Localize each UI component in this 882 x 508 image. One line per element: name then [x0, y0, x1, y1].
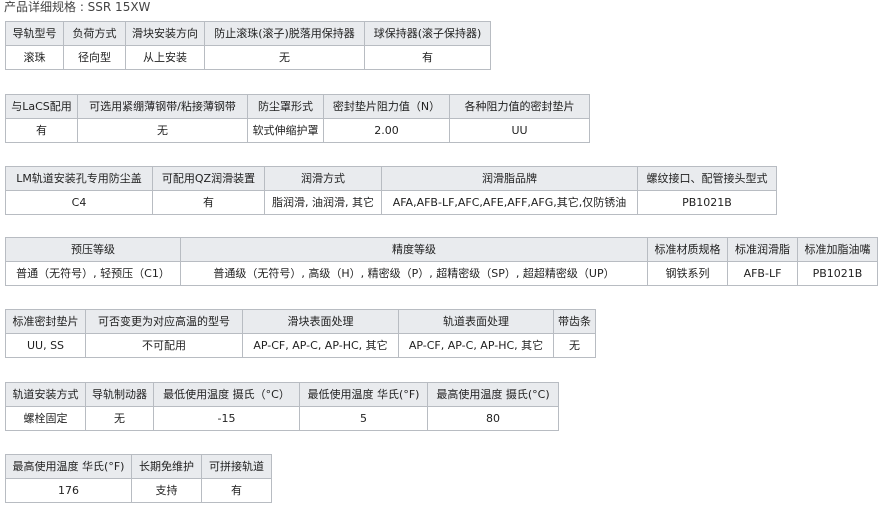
header-cell: 最高使用温度 华氏(°F): [5, 454, 132, 479]
spec-table-6: 轨道安装方式 导轨制动器 最低使用温度 摄氏（°C） 最低使用温度 华氏(°F)…: [5, 382, 559, 431]
spec-table-3: LM轨道安装孔专用防尘盖 可配用QZ润滑装置 润滑方式 润滑脂品牌 螺纹接口、配…: [5, 166, 777, 215]
value-cell: 2.00: [323, 118, 450, 143]
header-cell: 可配用QZ润滑装置: [152, 166, 265, 191]
header-cell: 带齿条: [553, 309, 596, 334]
spec-table-2: 与LaCS配用 可选用紧绷薄钢带/粘接薄钢带 防尘罩形式 密封垫片阻力值（N） …: [5, 94, 590, 143]
header-cell: 滑块表面处理: [242, 309, 399, 334]
table-header-row: 预压等级 精度等级 标准材质规格 标准润滑脂 标准加脂油嘴: [5, 237, 878, 262]
table-value-row: 普通（无符号）, 轻预压（C1） 普通级（无符号）, 高级（H）, 精密级（P）…: [5, 261, 878, 286]
table-value-row: C4 有 脂润滑, 油润滑, 其它 AFA,AFB-LF,AFC,AFE,AFF…: [5, 190, 777, 215]
header-cell: 各种阻力值的密封垫片: [449, 94, 590, 119]
header-cell: 标准润滑脂: [727, 237, 798, 262]
table-value-row: 螺栓固定 无 -15 5 80: [5, 406, 559, 431]
value-cell: UU, SS: [5, 333, 86, 358]
header-cell: 标准材质规格: [647, 237, 728, 262]
value-cell: C4: [5, 190, 153, 215]
header-cell: 润滑脂品牌: [381, 166, 638, 191]
value-cell: 无: [204, 45, 365, 70]
header-cell: 可选用紧绷薄钢带/粘接薄钢带: [77, 94, 248, 119]
header-cell: 轨道安装方式: [5, 382, 86, 407]
value-cell: 无: [553, 333, 596, 358]
header-cell: 润滑方式: [264, 166, 382, 191]
value-cell: 软式伸缩护罩: [247, 118, 324, 143]
value-cell: 脂润滑, 油润滑, 其它: [264, 190, 382, 215]
value-cell: AP-CF, AP-C, AP-HC, 其它: [242, 333, 399, 358]
table-header-row: LM轨道安装孔专用防尘盖 可配用QZ润滑装置 润滑方式 润滑脂品牌 螺纹接口、配…: [5, 166, 777, 191]
value-cell: 有: [152, 190, 265, 215]
header-cell: 最低使用温度 摄氏（°C）: [153, 382, 300, 407]
value-cell: 普通级（无符号）, 高级（H）, 精密级（P）, 超精密级（SP）, 超超精密级…: [180, 261, 648, 286]
header-cell: 可拼接轨道: [201, 454, 272, 479]
header-cell: 滑块安装方向: [125, 21, 205, 46]
value-cell: -15: [153, 406, 300, 431]
value-cell: AP-CF, AP-C, AP-HC, 其它: [398, 333, 554, 358]
header-cell: 负荷方式: [63, 21, 126, 46]
page-title: 产品详细规格 : SSR 15XW: [4, 0, 151, 14]
value-cell: 80: [427, 406, 559, 431]
value-cell: UU: [449, 118, 590, 143]
table-value-row: 有 无 软式伸缩护罩 2.00 UU: [5, 118, 590, 143]
header-cell: 螺纹接口、配管接头型式: [637, 166, 777, 191]
value-cell: 不可配用: [85, 333, 243, 358]
header-cell: 可否变更为对应高温的型号: [85, 309, 243, 334]
table-header-row: 最高使用温度 华氏(°F) 长期免维护 可拼接轨道: [5, 454, 272, 479]
header-cell: 导轨型号: [5, 21, 64, 46]
value-cell: 无: [77, 118, 248, 143]
spec-table-4: 预压等级 精度等级 标准材质规格 标准润滑脂 标准加脂油嘴 普通（无符号）, 轻…: [5, 237, 878, 286]
spec-table-5: 标准密封垫片 可否变更为对应高温的型号 滑块表面处理 轨道表面处理 带齿条 UU…: [5, 309, 596, 358]
header-cell: LM轨道安装孔专用防尘盖: [5, 166, 153, 191]
header-cell: 精度等级: [180, 237, 648, 262]
value-cell: 无: [85, 406, 154, 431]
table-header-row: 与LaCS配用 可选用紧绷薄钢带/粘接薄钢带 防尘罩形式 密封垫片阻力值（N） …: [5, 94, 590, 119]
value-cell: 176: [5, 478, 132, 503]
value-cell: AFB-LF: [727, 261, 798, 286]
header-cell: 最高使用温度 摄氏(°C): [427, 382, 559, 407]
header-cell: 与LaCS配用: [5, 94, 78, 119]
spec-table-7: 最高使用温度 华氏(°F) 长期免维护 可拼接轨道 176 支持 有: [5, 454, 272, 503]
table-header-row: 轨道安装方式 导轨制动器 最低使用温度 摄氏（°C） 最低使用温度 华氏(°F)…: [5, 382, 559, 407]
value-cell: 支持: [131, 478, 202, 503]
value-cell: AFA,AFB-LF,AFC,AFE,AFF,AFG,其它,仅防锈油: [381, 190, 638, 215]
header-cell: 防止滚珠(滚子)脱落用保持器: [204, 21, 365, 46]
value-cell: 径向型: [63, 45, 126, 70]
table-header-row: 导轨型号 负荷方式 滑块安装方向 防止滚珠(滚子)脱落用保持器 球保持器(滚子保…: [5, 21, 491, 46]
value-cell: 滚珠: [5, 45, 64, 70]
value-cell: 普通（无符号）, 轻预压（C1）: [5, 261, 181, 286]
value-cell: 有: [364, 45, 491, 70]
header-cell: 防尘罩形式: [247, 94, 324, 119]
header-cell: 最低使用温度 华氏(°F): [299, 382, 428, 407]
value-cell: PB1021B: [797, 261, 878, 286]
spec-table-1: 导轨型号 负荷方式 滑块安装方向 防止滚珠(滚子)脱落用保持器 球保持器(滚子保…: [5, 21, 491, 70]
header-cell: 球保持器(滚子保持器): [364, 21, 491, 46]
value-cell: 螺栓固定: [5, 406, 86, 431]
table-header-row: 标准密封垫片 可否变更为对应高温的型号 滑块表面处理 轨道表面处理 带齿条: [5, 309, 596, 334]
header-cell: 标准密封垫片: [5, 309, 86, 334]
header-cell: 密封垫片阻力值（N）: [323, 94, 450, 119]
header-cell: 轨道表面处理: [398, 309, 554, 334]
value-cell: 有: [201, 478, 272, 503]
table-value-row: 滚珠 径向型 从上安装 无 有: [5, 45, 491, 70]
value-cell: 从上安装: [125, 45, 205, 70]
value-cell: 5: [299, 406, 428, 431]
header-cell: 预压等级: [5, 237, 181, 262]
value-cell: 有: [5, 118, 78, 143]
table-value-row: 176 支持 有: [5, 478, 272, 503]
table-value-row: UU, SS 不可配用 AP-CF, AP-C, AP-HC, 其它 AP-CF…: [5, 333, 596, 358]
header-cell: 标准加脂油嘴: [797, 237, 878, 262]
header-cell: 长期免维护: [131, 454, 202, 479]
value-cell: 钢铁系列: [647, 261, 728, 286]
header-cell: 导轨制动器: [85, 382, 154, 407]
value-cell: PB1021B: [637, 190, 777, 215]
